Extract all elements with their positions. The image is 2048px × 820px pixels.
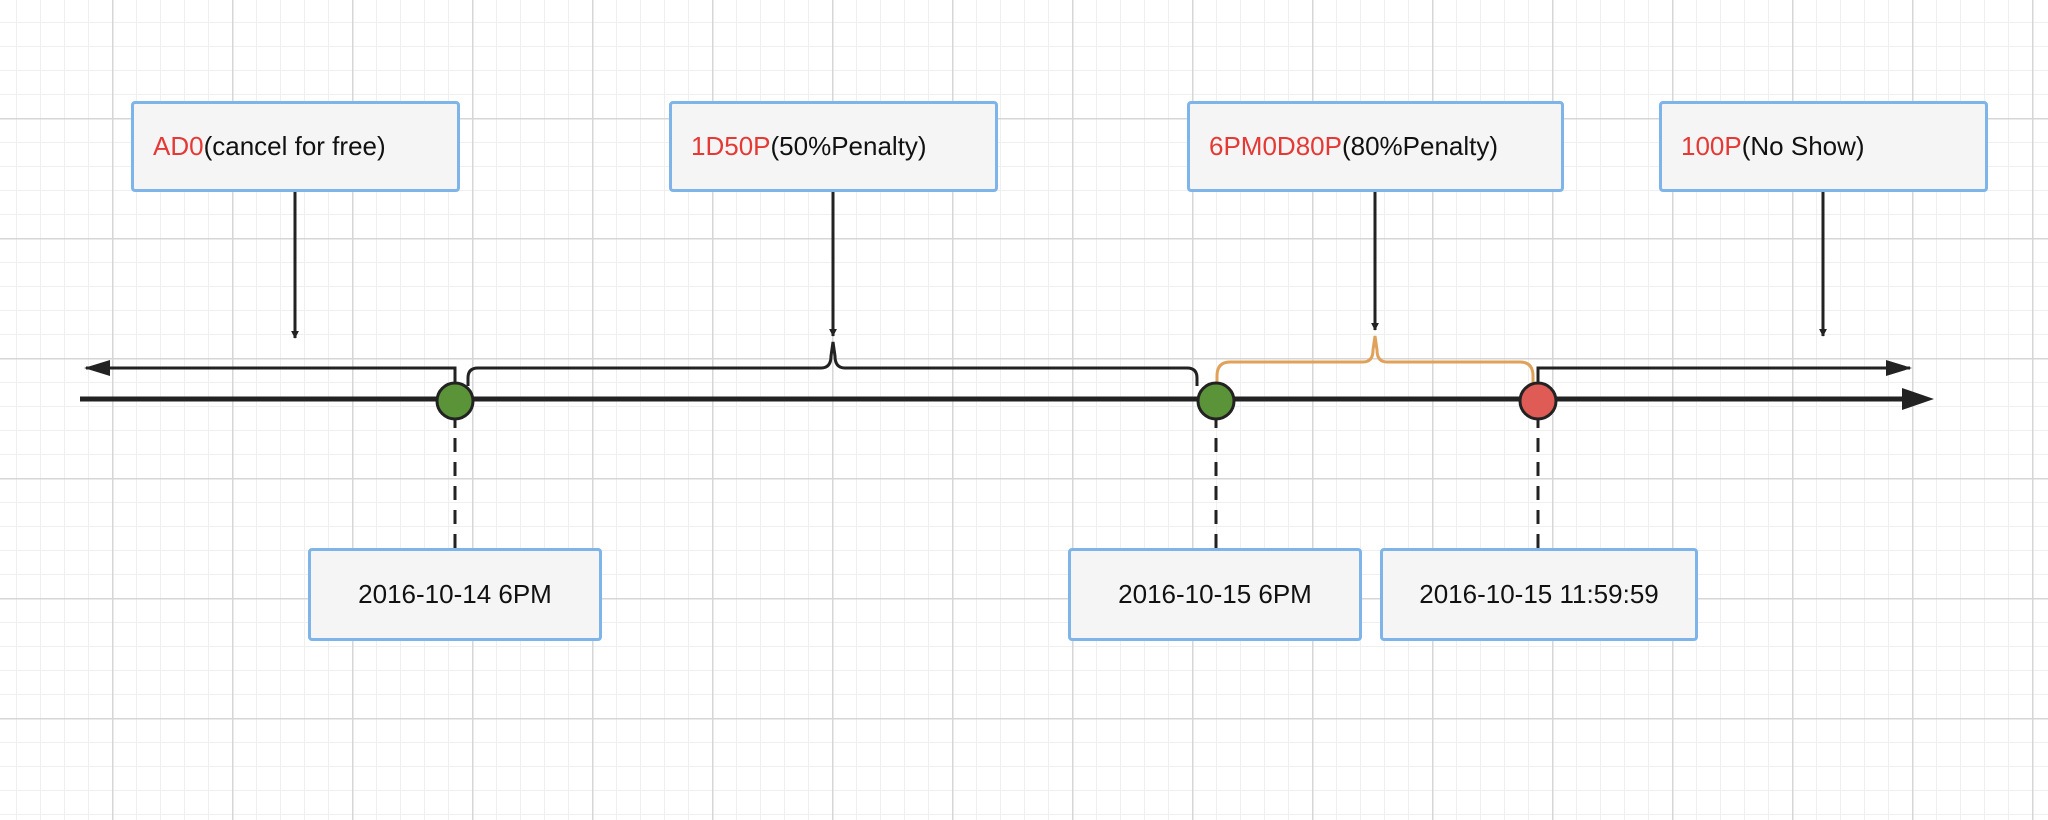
- timeline-point-1: [435, 381, 475, 421]
- range-left-bracket: [86, 366, 457, 386]
- rule-box-cancel-free: AD0(cancel for free): [131, 101, 460, 192]
- range-middle-brace: [466, 341, 1199, 386]
- date-label: 2016-10-15 6PM: [1118, 579, 1312, 609]
- date-label: 2016-10-14 6PM: [358, 579, 552, 609]
- rule-description: (cancel for free): [203, 131, 386, 161]
- rule-box-50-penalty: 1D50P(50%Penalty): [669, 101, 998, 192]
- range-left-arrowhead: [84, 360, 110, 376]
- range-orange-brace: [1215, 335, 1535, 386]
- main-timeline-arrowhead: [1902, 388, 1934, 410]
- rule-code: AD0: [153, 131, 204, 161]
- rule-box-80-penalty: 6PM0D80P(80%Penalty): [1187, 101, 1564, 192]
- rule-description: (No Show): [1741, 131, 1865, 161]
- timeline-point-2: [1196, 381, 1236, 421]
- rule-code: 1D50P: [691, 131, 771, 161]
- rule-description: (80%Penalty): [1341, 131, 1499, 161]
- range-right-arrowhead: [1886, 360, 1912, 376]
- range-right-bracket: [1536, 366, 1910, 386]
- date-label: 2016-10-15 11:59:59: [1419, 579, 1659, 609]
- date-box-1: 2016-10-14 6PM: [308, 548, 602, 641]
- rule-code: 100P: [1681, 131, 1742, 161]
- date-box-3: 2016-10-15 11:59:59: [1380, 548, 1698, 641]
- rule-box-no-show: 100P(No Show): [1659, 101, 1988, 192]
- rule-code: 6PM0D80P: [1209, 131, 1342, 161]
- rule-description: (50%Penalty): [770, 131, 927, 161]
- timeline-point-3: [1518, 381, 1558, 421]
- date-box-2: 2016-10-15 6PM: [1068, 548, 1362, 641]
